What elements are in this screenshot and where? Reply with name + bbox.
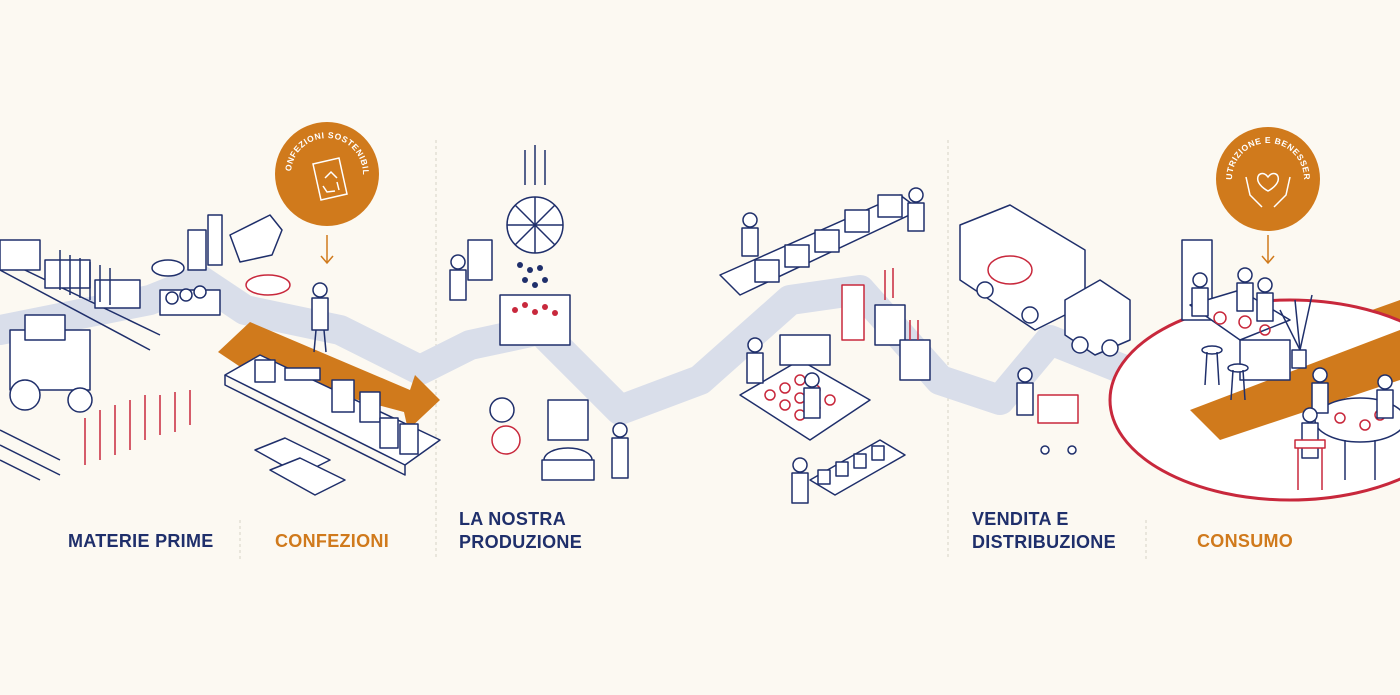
recycle-icon	[312, 157, 348, 201]
drop-icon	[489, 397, 515, 423]
truck-cab	[1064, 279, 1131, 356]
svg-text:CONFEZIONI SOSTENIBILI: CONFEZIONI SOSTENIBILI	[275, 122, 371, 175]
stage-label-consumption: CONSUMO	[1197, 531, 1294, 551]
hands-heart-icon	[1245, 172, 1291, 208]
stage-label-line: LA NOSTRA	[459, 509, 567, 529]
distribution-scene	[959, 204, 1131, 455]
stage-label-raw-materials: MATERIE PRIME	[68, 531, 214, 551]
chair	[1294, 439, 1326, 449]
stage-label-production: LA NOSTRA PRODUZIONE	[459, 508, 582, 554]
plant	[1279, 294, 1313, 351]
package-1	[331, 379, 355, 413]
badge-graphic: NUTRIZIONE E BENESSERE	[1216, 127, 1312, 208]
svg-text:NUTRIZIONE E BENESSERE: NUTRIZIONE E BENESSERE	[1216, 127, 1312, 181]
tray	[284, 367, 321, 381]
badge-text: NUTRIZIONE E BENESSERE	[1216, 127, 1312, 181]
jar	[254, 359, 276, 383]
badge-nutrition-wellbeing: NUTRIZIONE E BENESSERE	[1216, 127, 1320, 231]
mixer-head	[547, 399, 589, 441]
badge-sustainable-packaging: CONFEZIONI SOSTENIBILI	[275, 122, 379, 226]
stage-label-line: PRODUZIONE	[459, 532, 583, 552]
product-tower	[841, 284, 865, 341]
consumer-scene	[1181, 239, 1400, 490]
orange-arrow-left	[218, 322, 440, 430]
truck-logo	[987, 255, 1033, 285]
train-car-2	[44, 259, 91, 289]
control-panel	[467, 239, 493, 281]
worker-head	[312, 282, 328, 298]
train-car-1	[0, 239, 41, 271]
cow	[229, 214, 283, 263]
wheat-blue	[59, 250, 111, 305]
badge-graphic: CONFEZIONI SOSTENIBILI	[275, 122, 371, 201]
wheat-red	[84, 390, 191, 465]
display-box	[899, 339, 931, 381]
production-scene-2	[719, 187, 931, 504]
oven	[779, 334, 831, 366]
shopping-cart	[1037, 394, 1079, 424]
badge-arrows	[320, 235, 1275, 265]
package-2	[359, 391, 381, 423]
cocoa-pod	[245, 274, 291, 296]
train-car-3	[94, 279, 141, 309]
stage-label-line: DISTRIBUZIONE	[972, 532, 1116, 552]
production-scene	[449, 145, 629, 481]
stage-label-packaging: CONFEZIONI	[275, 531, 389, 551]
hopper	[499, 294, 571, 346]
stage-label-distribution: VENDITA E DISTRIBUZIONE	[972, 508, 1116, 554]
milk-bottle	[187, 229, 207, 271]
ingredient-icon	[491, 425, 521, 455]
badge-text: CONFEZIONI SOSTENIBILI	[275, 122, 370, 175]
box-1	[379, 417, 399, 449]
stage-label-line: VENDITA E	[972, 509, 1069, 529]
bowl	[151, 259, 185, 277]
production-path	[0, 265, 1215, 425]
box-2	[399, 423, 419, 455]
kitchen-island	[1189, 289, 1291, 341]
raw-materials-scene	[0, 214, 329, 481]
packaging-scene	[224, 354, 441, 496]
